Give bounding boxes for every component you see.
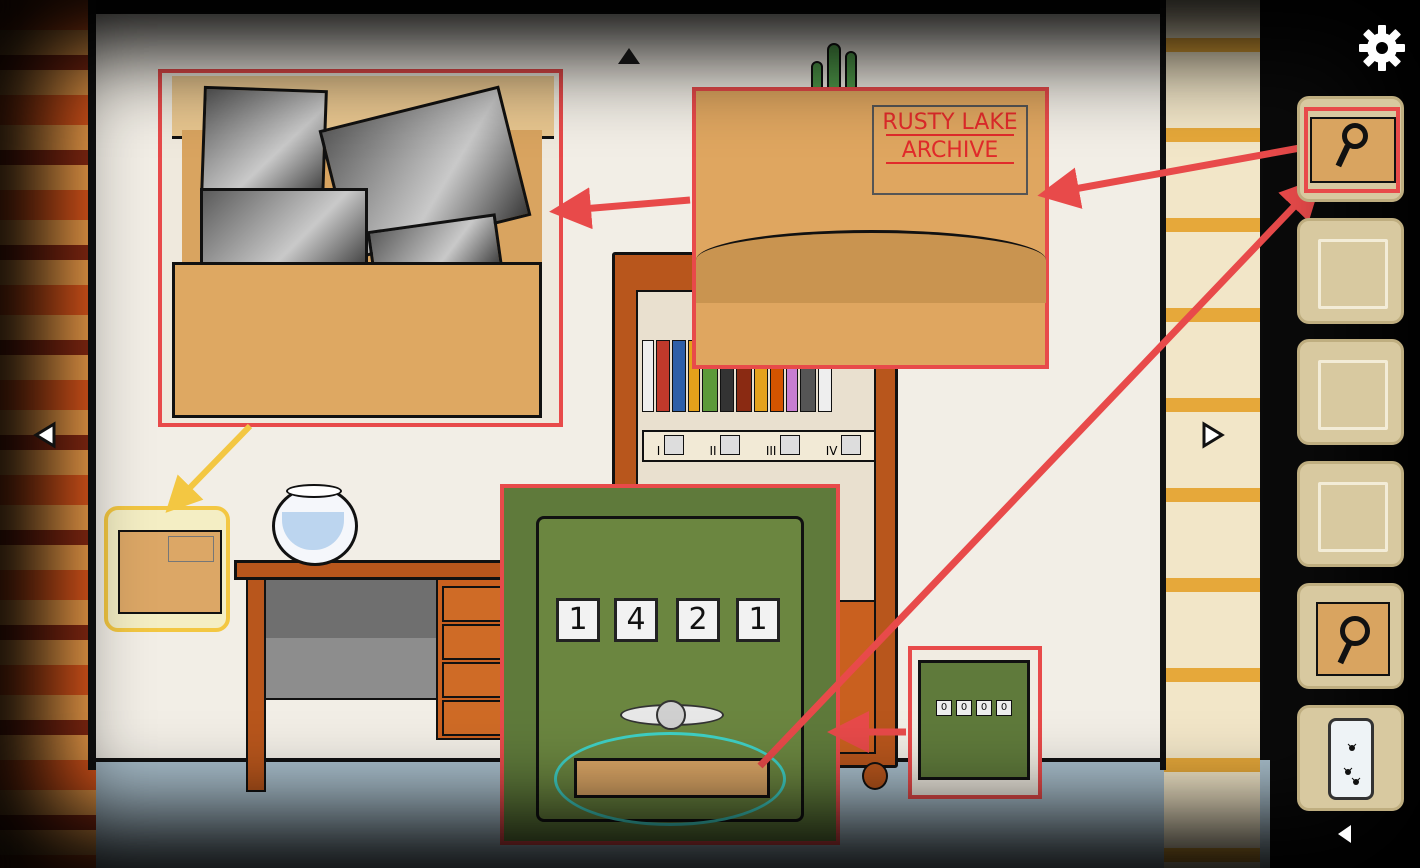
empty-slot-frame: [1318, 239, 1388, 309]
archive-label-line-1: RUSTY LAKE: [882, 110, 1018, 135]
box-front: [172, 262, 542, 418]
desk-leg: [246, 578, 266, 792]
nav-right-button[interactable]: [1198, 420, 1228, 450]
inventory-slot-2[interactable]: [1297, 218, 1404, 324]
small-safe[interactable]: [918, 660, 1030, 780]
archive-box-lid-edge: [696, 230, 1046, 303]
numeral-2: II: [710, 434, 741, 458]
book: [642, 340, 654, 412]
nav-left-button[interactable]: [30, 420, 60, 450]
desk-top: [234, 560, 520, 580]
drawer[interactable]: [442, 700, 502, 736]
cube-icon: [720, 434, 741, 455]
cube-icon: [664, 434, 685, 455]
desk-shadow: [262, 578, 438, 638]
gear-icon: [1359, 25, 1405, 71]
numeral-1: I: [657, 434, 685, 458]
settings-button[interactable]: [1356, 22, 1408, 74]
archive-box-label: [168, 536, 214, 562]
left-wall-edge: [88, 0, 96, 770]
desk-drawers[interactable]: [436, 578, 506, 740]
magnifying-glass-icon: [1340, 616, 1370, 646]
numeral-4: IV: [826, 434, 862, 458]
drawer[interactable]: [442, 624, 502, 660]
safe-digit-3[interactable]: 2: [676, 598, 720, 642]
book: [672, 340, 686, 412]
safe-digit-2[interactable]: 4: [614, 598, 658, 642]
inventory-slot-4[interactable]: [1297, 461, 1404, 567]
inventory-slot-6[interactable]: [1297, 705, 1404, 811]
safe-digit-1[interactable]: 1: [556, 598, 600, 642]
archive-label-line-2: ARCHIVE: [901, 138, 999, 163]
selected-item-frame: [1304, 107, 1400, 193]
flies-icon: [1343, 743, 1361, 785]
triangle-up-icon: [618, 48, 640, 64]
archive-underline: [886, 162, 1014, 164]
archive-label-text: RUSTY LAKE ARCHIVE: [872, 108, 1028, 164]
archive-box[interactable]: [118, 530, 222, 614]
small-safe-digit-3: 0: [976, 700, 992, 716]
magnifier-icon: [1342, 123, 1368, 149]
photo-windmill[interactable]: [200, 85, 328, 201]
small-safe-digit-2: 0: [956, 700, 972, 716]
inventory-slot-5[interactable]: [1297, 583, 1404, 689]
numeral-3: III: [766, 434, 801, 458]
inventory-back-button[interactable]: [1330, 822, 1360, 852]
triangle-left-icon: [1338, 825, 1351, 843]
right-wall-edge: [1160, 0, 1166, 770]
triangle-right-icon: [1202, 421, 1225, 449]
empty-slot-frame: [1318, 482, 1388, 552]
small-safe-digit-1: 0: [936, 700, 952, 716]
safe-slot-highlight: [554, 732, 786, 826]
bookshelf-foot: [862, 762, 888, 790]
small-safe-digit-4: 0: [996, 700, 1012, 716]
shelf-cube-code-strip[interactable]: I II III IV: [642, 430, 876, 462]
empty-slot-frame: [1318, 360, 1388, 430]
safe-digit-4[interactable]: 1: [736, 598, 780, 642]
cube-icon: [780, 434, 801, 455]
drawer[interactable]: [442, 662, 502, 698]
archive-underline: [886, 134, 1014, 136]
book: [656, 340, 670, 412]
inventory-slot-3[interactable]: [1297, 339, 1404, 445]
jar-icon: [1328, 718, 1374, 800]
drawer[interactable]: [442, 586, 502, 622]
safe-handle-knob[interactable]: [656, 700, 686, 730]
cube-icon: [841, 434, 862, 455]
photo-bridge[interactable]: [200, 188, 368, 274]
triangle-left-icon: [33, 421, 56, 449]
nav-up-button[interactable]: [614, 42, 644, 70]
fishbowl-rim: [286, 484, 342, 498]
inventory-slot-1[interactable]: [1297, 96, 1404, 202]
